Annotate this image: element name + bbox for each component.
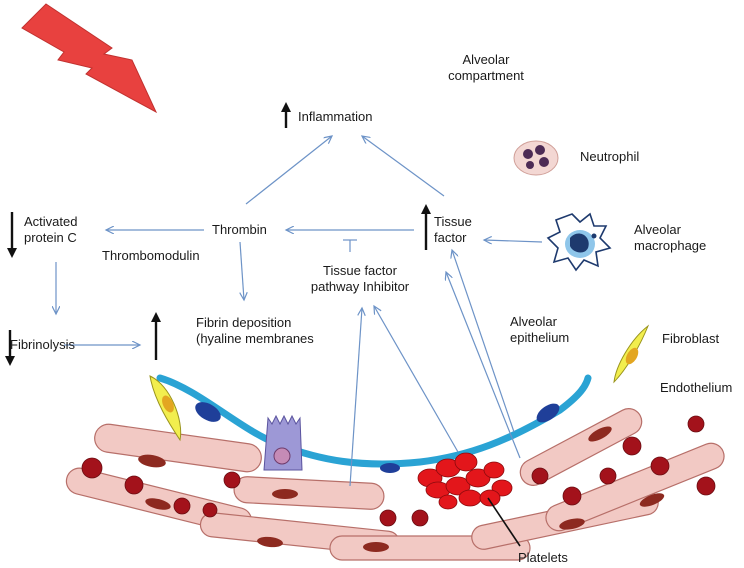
inflammation-label: Inflammation bbox=[298, 109, 373, 124]
tfpi-label: Tissue factor pathway Inhibitor bbox=[310, 263, 410, 294]
red-blood-cell-icon bbox=[81, 415, 716, 527]
fibrinolysis-label: Fibrinolysis bbox=[10, 337, 76, 352]
alveolar-macrophage-label: Alveolar macrophage bbox=[634, 222, 707, 253]
thrombin-label: Thrombin bbox=[212, 222, 267, 237]
thrombomodulin-label: Thrombomodulin bbox=[102, 248, 200, 263]
fibroblast-cell-icon bbox=[149, 324, 650, 442]
epithelial-membrane bbox=[156, 374, 592, 468]
endothelium-label: Endothelium bbox=[660, 380, 733, 395]
neutrophil-label: Neutrophil bbox=[580, 149, 640, 164]
alveolar-epithelium-label: Alveolar epithelium bbox=[510, 314, 570, 345]
tissue-factor-label: Tissue factor bbox=[434, 214, 472, 245]
platelet-cluster-icon bbox=[417, 452, 513, 510]
fibroblast-label: Fibroblast bbox=[662, 331, 720, 346]
epithelial-cell-icon bbox=[263, 414, 303, 471]
neutrophil-cell-icon bbox=[513, 140, 559, 176]
alveolar-compartment-label: Alveolar compartment bbox=[448, 52, 524, 83]
relation-arrows bbox=[56, 136, 543, 487]
fibrin-deposition-label: Fibrin deposition (hyaline membranes bbox=[196, 315, 314, 346]
lightning-bolt-icon bbox=[21, 3, 158, 114]
platelets-label: Platelets bbox=[518, 550, 568, 565]
endothelium-layer bbox=[65, 408, 725, 561]
change-arrows bbox=[5, 102, 431, 366]
activated-protein-c-label: Activated protein C bbox=[24, 214, 78, 245]
macrophage-cell-icon bbox=[546, 212, 612, 272]
